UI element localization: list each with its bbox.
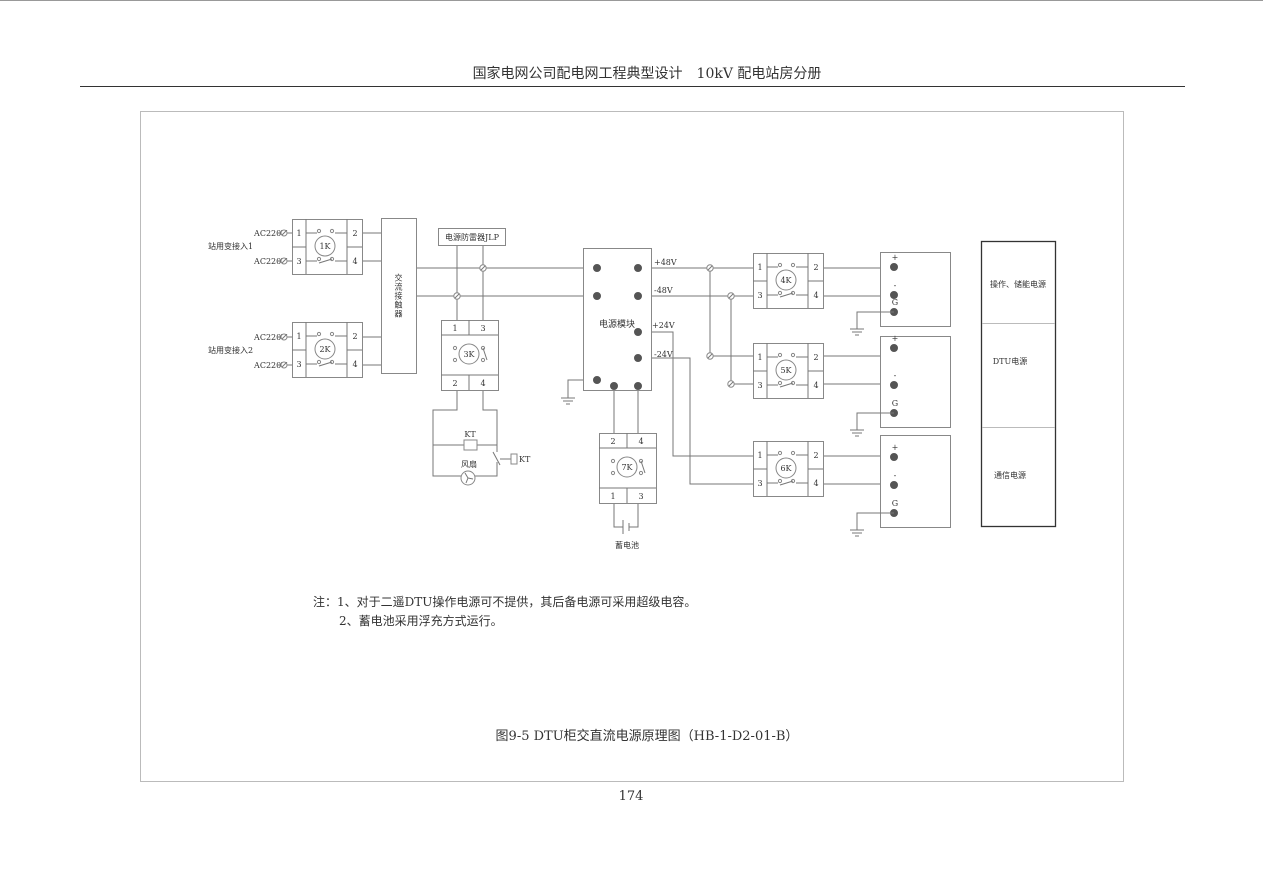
terminal-number: 4: [352, 360, 357, 369]
terminal-plus: +: [892, 334, 899, 343]
ac-input-label: AC220V: [253, 257, 287, 266]
terminal-dot: [593, 264, 601, 272]
timer-coil-label: KT: [464, 430, 476, 439]
terminal-number: 4: [638, 437, 643, 446]
terminal-ground: G: [892, 399, 898, 408]
terminal-plus: +: [892, 253, 899, 262]
terminal-number: 3: [757, 291, 762, 300]
timer-contact: [510, 453, 518, 465]
ac-contactor: [381, 218, 417, 374]
station-input-1-label: 站用变接入1: [208, 241, 253, 251]
relay-name: 2K: [319, 345, 331, 354]
terminal-ground: G: [892, 499, 898, 508]
terminal-number: 3: [296, 257, 301, 266]
terminal-number: 3: [296, 360, 301, 369]
terminal-dot: [634, 328, 642, 336]
fan-label: 风扇: [461, 459, 477, 469]
terminal-number: 1: [296, 332, 301, 341]
terminal-ground: G: [892, 298, 898, 307]
relay-6K: 6K 1 2 3 4: [753, 441, 824, 497]
relay-2K: 2K 1 2 3 4: [292, 322, 363, 378]
header-title: 国家电网公司配电网工程典型设计 10kV 配电站房分册: [473, 65, 822, 82]
terminal-number: 2: [452, 379, 457, 388]
relay-name: 7K: [621, 463, 633, 472]
terminal-dot: [634, 264, 642, 272]
terminal-number: 1: [757, 451, 762, 460]
terminal-number: 3: [638, 492, 643, 501]
terminal-number: 2: [813, 451, 818, 460]
relay-1K: 1K 1 2 3 4: [292, 219, 363, 275]
ac-contactor-label: 交流接触器: [394, 273, 403, 319]
page-number: 174: [619, 789, 644, 804]
surge-protector-label: 电源防雷器JLP: [445, 232, 500, 242]
terminal-dot: [610, 382, 618, 390]
relay-name: 6K: [780, 464, 792, 473]
station-input-2-label: 站用变接入2: [208, 345, 253, 355]
terminal-dot: [593, 376, 601, 384]
terminal-dot: [634, 354, 642, 362]
output-p24-label: +24V: [652, 321, 675, 330]
load-operation-storage: 操作、储能电源: [990, 279, 1046, 289]
relay-3K: 3K 1 3 2 4: [441, 320, 499, 391]
load-terminal-block: + - G: [850, 252, 951, 336]
load-communication: 通信电源: [994, 470, 1026, 480]
load-table: [980, 240, 1057, 528]
load-dtu: DTU电源: [993, 356, 1028, 366]
terminal-number: 1: [296, 229, 301, 238]
relay-name: 5K: [780, 366, 792, 375]
ac-input-label: AC220V: [253, 229, 287, 238]
terminal-number: 2: [352, 332, 357, 341]
relay-4K: 4K 1 2 3 4: [753, 253, 824, 309]
relay-5K: 5K 1 2 3 4: [753, 343, 824, 399]
terminal-minus: -: [894, 471, 897, 480]
ac-input-label: AC220V: [253, 361, 287, 370]
terminal-number: 1: [757, 263, 762, 272]
relay-7K: 7K 2 4 1 3: [599, 433, 657, 504]
terminal-number: 1: [452, 324, 457, 333]
relay-name: 1K: [319, 242, 331, 251]
output-n48-label: -48V: [654, 286, 673, 295]
figure-caption: 图9-5 DTU柜交直流电源原理图（HB-1-D2-01-B）: [496, 728, 799, 744]
terminal-number: 1: [757, 353, 762, 362]
terminal-number: 3: [757, 381, 762, 390]
terminal-number: 4: [813, 479, 818, 488]
power-module-label: 电源模块: [599, 318, 635, 330]
surge-protector: [438, 228, 506, 246]
timer-contact-label: KT: [519, 455, 531, 464]
terminal-number: 4: [813, 381, 818, 390]
terminal-number: 4: [352, 257, 357, 266]
terminal-dot: [593, 292, 601, 300]
load-terminal-block: + - G: [850, 435, 951, 537]
terminal-number: 2: [610, 437, 615, 446]
load-terminal-block: + - G: [850, 334, 951, 437]
terminal-number: 2: [813, 353, 818, 362]
schematic-diagram: AC220V AC220V 站用变接入1 AC220V AC220V 站用变接入…: [208, 218, 1057, 550]
terminal-number: 1: [610, 492, 615, 501]
relay-name: 4K: [780, 276, 792, 285]
output-p48-label: +48V: [654, 258, 677, 267]
terminal-number: 3: [480, 324, 485, 333]
drawing-frame: [140, 111, 1124, 782]
ac-input-label: AC220V: [253, 333, 287, 342]
terminal-dot: [634, 292, 642, 300]
fan-blade-icon: [464, 472, 474, 484]
note-2: 2、蓄电池采用浮充方式运行。: [339, 613, 503, 628]
terminal-minus: -: [894, 281, 897, 290]
note-1: 注：1、对于二遥DTU操作电源可不提供，其后备电源可采用超级电容。: [313, 594, 696, 609]
terminal-plus: +: [892, 443, 899, 452]
battery-label: 蓄电池: [615, 540, 639, 550]
terminal-minus: -: [894, 371, 897, 380]
terminal-number: 4: [813, 291, 818, 300]
terminal-number: 2: [813, 263, 818, 272]
output-n24-label: -24V: [654, 350, 673, 359]
power-module: [583, 248, 652, 391]
timer-coil: [463, 439, 478, 451]
terminal-number: 2: [352, 229, 357, 238]
terminal-number: 3: [757, 479, 762, 488]
relay-name: 3K: [463, 350, 475, 359]
terminal-dot: [634, 382, 642, 390]
terminal-number: 4: [480, 379, 485, 388]
